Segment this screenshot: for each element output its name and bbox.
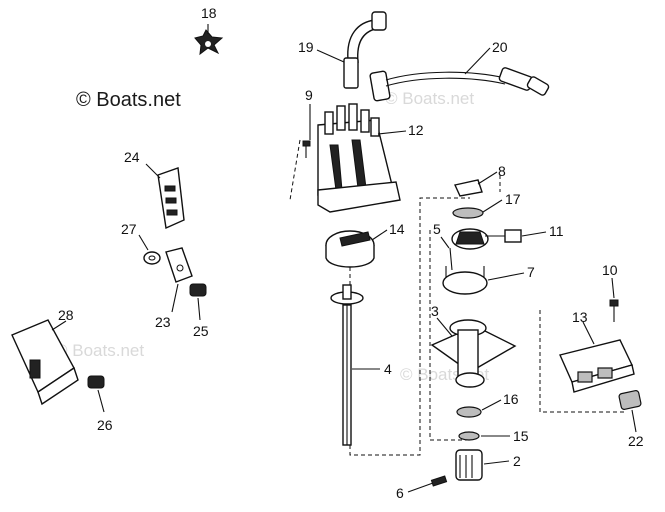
part-28-coil xyxy=(11,319,79,406)
label-17: 17 xyxy=(505,191,521,207)
part-25-nut xyxy=(189,283,207,297)
watermark-text: © Boats.net xyxy=(76,89,181,111)
part-19-wire-boot xyxy=(343,11,387,89)
part-24-clip xyxy=(157,167,185,230)
label-11: 11 xyxy=(549,223,564,239)
label-6: 6 xyxy=(396,485,404,501)
part-22-pad xyxy=(618,390,642,410)
part-4-shaft xyxy=(330,284,364,446)
part-10-screw xyxy=(609,299,619,322)
part-13-module xyxy=(559,339,635,393)
part-27-washer xyxy=(143,251,161,265)
label-18: 18 xyxy=(201,5,217,21)
label-22: 22 xyxy=(628,433,644,449)
label-5: 5 xyxy=(433,221,441,237)
label-3: 3 xyxy=(431,303,439,319)
label-27: 27 xyxy=(121,221,137,237)
part-17-disc xyxy=(452,207,484,219)
label-8: 8 xyxy=(498,163,506,179)
label-10: 10 xyxy=(602,262,618,278)
label-15: 15 xyxy=(513,428,529,444)
part-5-pin xyxy=(449,247,453,271)
label-7: 7 xyxy=(527,264,535,280)
label-2: 2 xyxy=(513,453,521,469)
part-14-rotor xyxy=(325,230,375,268)
part-7-retainer xyxy=(442,266,488,295)
part-labels: 18 19 20 9 12 24 8 17 27 14 5 11 7 10 23… xyxy=(58,5,644,501)
label-12: 12 xyxy=(408,122,424,138)
part-11-pickup xyxy=(451,228,522,250)
part-9-screw xyxy=(302,140,311,158)
part-26-nut xyxy=(87,375,105,389)
label-13: 13 xyxy=(572,309,588,325)
label-20: 20 xyxy=(492,39,508,55)
part-20-coil-wire xyxy=(369,67,550,102)
leader-lines xyxy=(51,24,637,493)
watermark-text: © Boats.net xyxy=(55,341,144,360)
watermark-text: © Boats.net xyxy=(385,89,474,108)
part-12-distributor-cap xyxy=(317,103,401,213)
label-16: 16 xyxy=(503,391,519,407)
part-6-pin xyxy=(430,475,448,487)
part-8-piece xyxy=(454,179,483,197)
label-14: 14 xyxy=(389,221,405,237)
part-23-bracket xyxy=(165,247,193,283)
label-19: 19 xyxy=(298,39,314,55)
part-3-base xyxy=(430,319,517,388)
label-4: 4 xyxy=(384,361,392,377)
label-23: 23 xyxy=(155,314,171,330)
label-28: 28 xyxy=(58,307,74,323)
label-26: 26 xyxy=(97,417,113,433)
label-25: 25 xyxy=(193,323,209,339)
label-9: 9 xyxy=(305,87,313,103)
part-2-gear xyxy=(455,449,483,481)
part-16-washer xyxy=(456,406,482,418)
part-18-washer xyxy=(194,29,224,56)
part-15-washer xyxy=(458,431,480,441)
label-24: 24 xyxy=(124,149,140,165)
